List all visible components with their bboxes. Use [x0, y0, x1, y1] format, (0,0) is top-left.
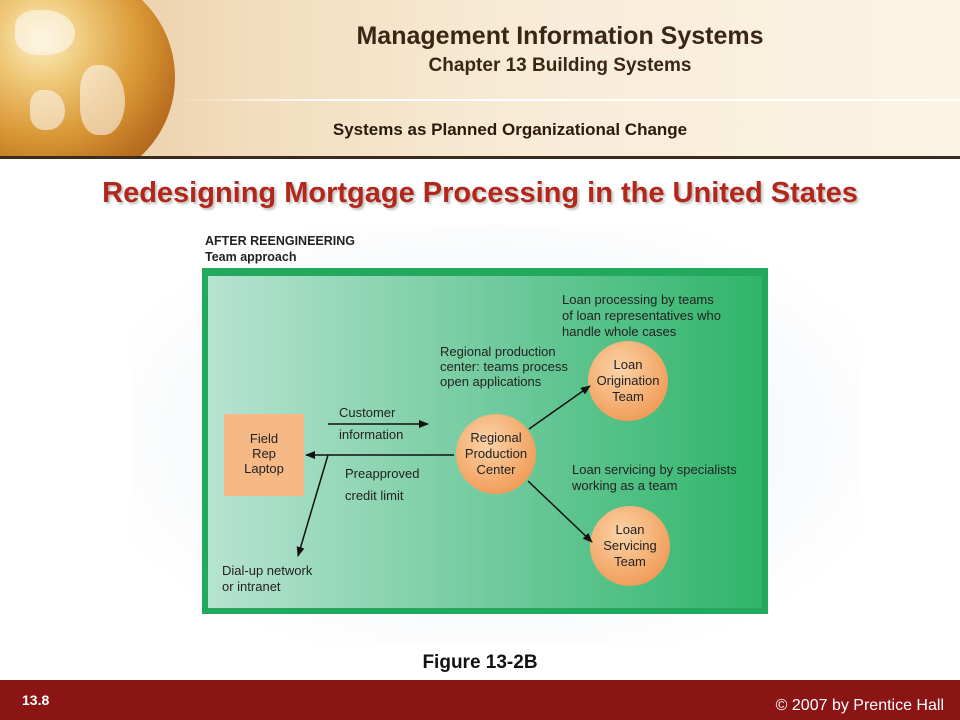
loan-servicing-label-line2: Servicing — [603, 538, 656, 553]
loan-servicing-label-line1: Loan — [616, 522, 645, 537]
regional-center-label-line1: Regional — [470, 430, 521, 445]
preapproved-label-line1: Preapproved — [345, 466, 419, 481]
header-bottom-rule — [0, 156, 960, 159]
dialup-network-arrow — [296, 454, 329, 557]
chapter-title: Chapter 13 Building Systems — [428, 55, 692, 76]
regional-center-label-line3: Center — [476, 462, 516, 477]
field-rep-laptop-box — [224, 414, 304, 496]
regional-note-line2: center: teams process — [440, 359, 568, 374]
loan-processing-note-line3: handle whole cases — [562, 324, 677, 339]
dialup-label-line2: or intranet — [222, 579, 281, 594]
regional-note-line3: open applications — [440, 374, 542, 389]
customer-info-label-line2: information — [339, 427, 403, 442]
course-title: Management Information Systems — [356, 22, 764, 50]
loan-origination-label-line2: Origination — [597, 373, 660, 388]
header-divider — [175, 99, 960, 101]
preapproved-label-line2: credit limit — [345, 488, 404, 503]
regional-note-line1: Regional production — [440, 344, 556, 359]
loan-origination-team-circle — [588, 341, 668, 421]
loan-servicing-label-line3: Team — [614, 554, 646, 569]
loan-servicing-team-circle — [590, 506, 670, 586]
figure-caption: Figure 13-2B — [422, 652, 538, 673]
loan-processing-note-line1: Loan processing by teams — [562, 292, 714, 307]
figure-heading: AFTER REENGINEERING — [205, 234, 355, 248]
field-rep-label-line3: Laptop — [244, 461, 284, 476]
slide-number: 13.8 — [22, 692, 50, 708]
regional-production-center-circle — [456, 414, 536, 494]
regional-center-label-line2: Production — [465, 446, 527, 461]
to-loan-origination-arrow — [528, 385, 591, 430]
to-loan-servicing-arrow — [527, 480, 593, 543]
field-rep-label-line2: Rep — [252, 446, 276, 461]
globe-icon — [0, 0, 175, 158]
dialup-label-line1: Dial-up network — [222, 563, 313, 578]
copyright-notice: © 2007 by Prentice Hall — [775, 697, 944, 714]
loan-servicing-note-line2: working as a team — [571, 478, 678, 493]
loan-origination-label-line3: Team — [612, 389, 644, 404]
slide-footer — [0, 680, 960, 720]
figure-subheading: Team approach — [205, 250, 296, 264]
loan-processing-note-line2: of loan representatives who — [562, 308, 721, 323]
loan-origination-label-line1: Loan — [614, 357, 643, 372]
customer-info-label-line1: Customer — [339, 405, 396, 420]
field-rep-label-line1: Field — [250, 431, 278, 446]
loan-servicing-note-line1: Loan servicing by specialists — [572, 462, 737, 477]
slide-header: Management Information Systems Chapter 1… — [0, 0, 960, 158]
section-title: Systems as Planned Organizational Change — [332, 120, 688, 139]
slide-title: Redesigning Mortgage Processing in the U… — [102, 177, 858, 209]
